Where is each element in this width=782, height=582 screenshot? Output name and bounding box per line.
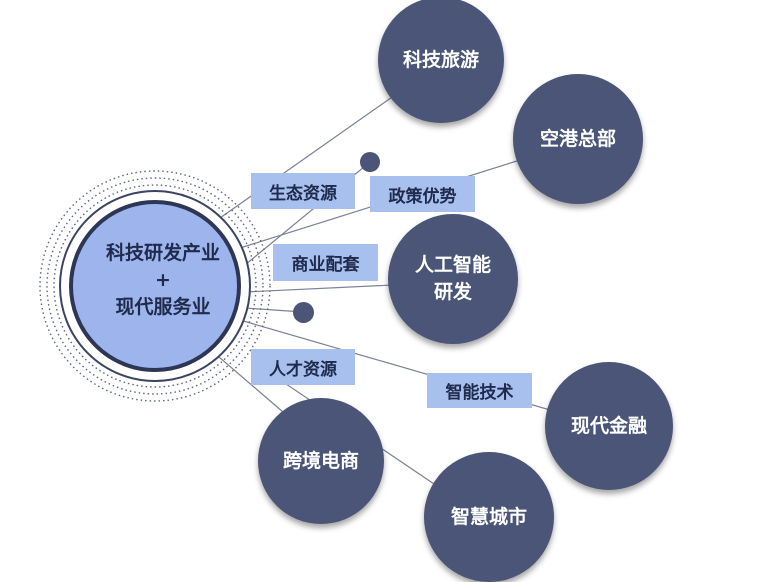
node-ai-rd-label-line2: 研发	[433, 281, 472, 303]
hub-circle	[69, 200, 241, 372]
tag-policy-advantage: 政策优势	[370, 176, 475, 212]
node-ai-rd-label-line1: 人工智能	[414, 254, 491, 276]
connector-ai-rd	[244, 284, 394, 293]
tag-talent-resources: 人才资源	[251, 349, 355, 385]
node-ai-rd: 人工智能 研发	[388, 214, 518, 344]
node-ai-rd-label: 人工智能 研发	[415, 252, 491, 306]
node-cross-border-ecommerce: 跨境电商	[258, 398, 384, 524]
small-dot-mid	[293, 302, 314, 323]
node-modern-finance: 现代金融	[545, 362, 673, 490]
node-cross-border-ecommerce-label: 跨境电商	[282, 449, 359, 472]
node-tech-tourism: 科技旅游	[378, 0, 504, 123]
node-tech-tourism-label: 科技旅游	[402, 48, 479, 71]
node-airport-hq: 空港总部	[513, 74, 643, 204]
node-modern-finance-label: 现代金融	[570, 414, 647, 437]
small-dot-top	[360, 152, 380, 172]
hub-rings	[39, 170, 271, 402]
connector-tech-tourism	[209, 94, 396, 226]
tag-smart-tech: 智能技术	[427, 373, 532, 408]
tag-commercial-support: 商业配套	[273, 244, 378, 281]
node-airport-hq-label: 空港总部	[539, 127, 616, 150]
tag-eco-resources: 生态资源	[251, 173, 355, 209]
node-smart-city: 智慧城市	[424, 452, 554, 582]
node-smart-city-label: 智慧城市	[450, 505, 527, 528]
